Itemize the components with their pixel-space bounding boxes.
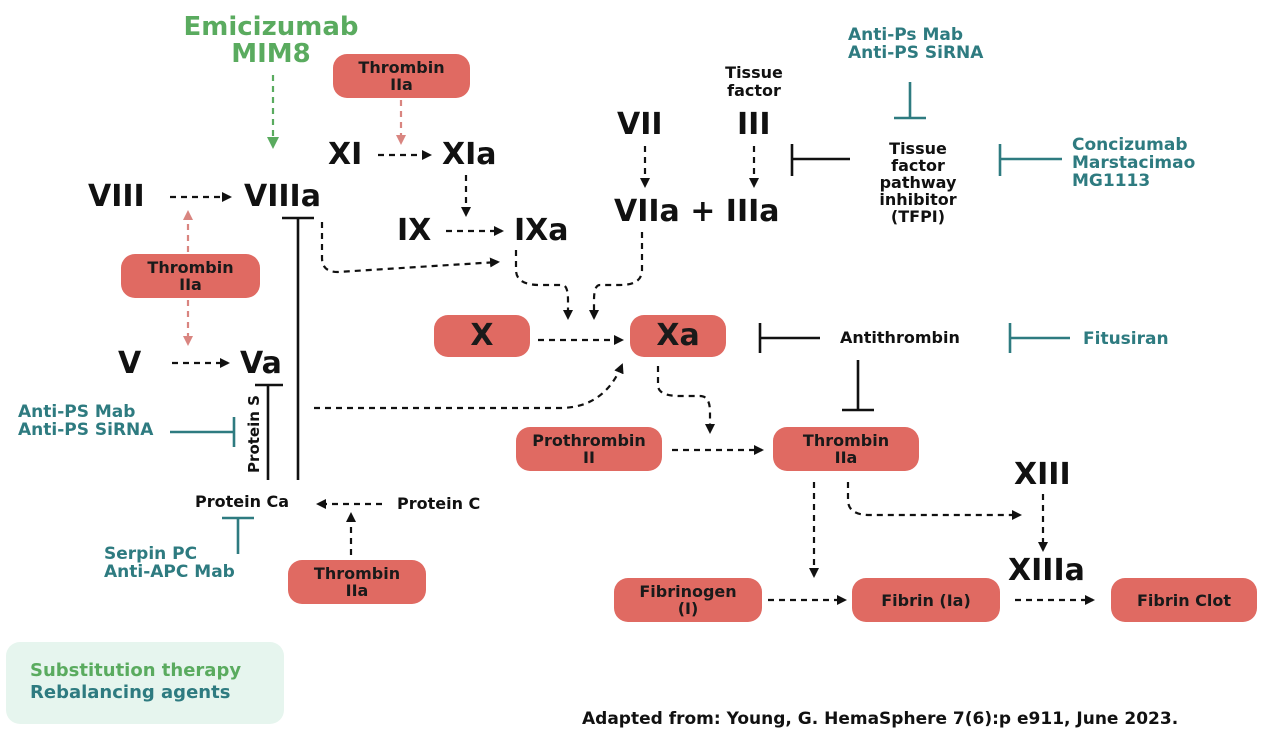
fibrin-box: Fibrin (Ia) [852,578,1000,622]
factor-viii: VIII [88,179,145,214]
citation: Adapted from: Young, G. HemaSphere 7(6):… [582,709,1179,729]
legend: Substitution therapy Rebalancing agents [6,642,284,724]
emicizumab-label: Emicizumab MIM8 [183,12,359,69]
factor-ixa: IXa [514,213,569,248]
protein-ca-label: Protein Ca [195,492,290,511]
antithrombin-label: Antithrombin [840,328,960,347]
legend-substitution: Substitution therapy [30,660,242,681]
fibrin-clot-box: Fibrin Clot [1111,578,1257,622]
factor-viia-iiia: VIIa + IIIa [614,194,780,229]
factor-vii: VII [617,107,663,142]
fitusiran-label: Fitusiran [1083,329,1169,349]
factor-iii: III [737,107,771,142]
factor-v: V [118,346,142,381]
fibrinogen-box: Fibrinogen(I) [614,578,762,622]
factor-xi: XI [328,137,363,172]
protein-c-label: Protein C [397,494,481,513]
factor-xia: XIa [442,137,497,172]
factor-viiia: VIIIa [244,179,321,214]
factor-va: Va [240,346,282,381]
factor-xiii: XIII [1014,457,1071,492]
factor-ix: IX [397,213,432,248]
protein-s-label: Protein S [245,395,263,473]
factor-x-box: X [434,315,530,357]
factor-xiiia: XIIIa [1008,553,1085,588]
factor-xa-box: Xa [630,315,726,357]
legend-rebalancing: Rebalancing agents [30,682,231,703]
